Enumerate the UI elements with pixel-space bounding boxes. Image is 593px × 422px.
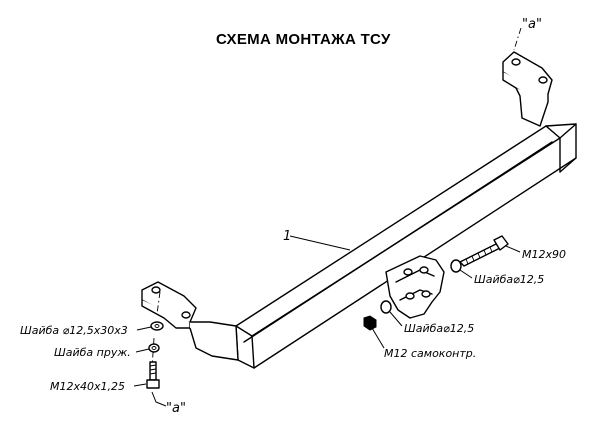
part-number-leader	[289, 235, 351, 251]
bolt-m12x90-leader	[505, 245, 521, 253]
view-a-bottom-label: "а"	[166, 401, 186, 416]
right-mounting-bracket	[502, 51, 553, 127]
view-a-top-axis	[513, 27, 522, 51]
diagram-title: СХЕМА МОНТАЖА ТСУ	[216, 31, 391, 48]
washer-spring-left-label: Шайба пруж.	[54, 346, 131, 359]
washer-flat-left-leader	[136, 326, 152, 331]
washer-flat-left	[150, 321, 164, 331]
bolt-m12x40	[146, 361, 160, 389]
nut-m12	[363, 315, 377, 331]
washer-spring-left-leader	[135, 348, 150, 353]
part-number-label: 1	[283, 229, 291, 244]
washer-right-top-leader	[459, 269, 473, 279]
bolt-m12x40-label: M12x40x1,25	[50, 380, 125, 393]
washer-spring-left	[148, 343, 160, 353]
nut-m12-leader	[371, 327, 385, 349]
left-mounting-bracket	[141, 281, 239, 361]
tow-ball-plate	[385, 255, 445, 319]
washer-right-bottom-leader	[389, 311, 403, 327]
bolt-m12x40-leader	[133, 383, 147, 387]
nut-m12-label: M12 самоконтр.	[384, 347, 476, 360]
bolt-m12x90	[459, 235, 509, 267]
washer-flat-left-label: Шайба ⌀12,5x30x3	[20, 324, 128, 337]
bolt-m12x90-label: M12x90	[522, 248, 566, 261]
washer-right-top-label: Шайба⌀12,5	[474, 273, 544, 286]
left-axis-lower	[151, 337, 155, 369]
crossbar-tube	[235, 123, 577, 369]
left-axis-upper	[156, 291, 161, 315]
view-a-bottom-leader	[151, 391, 167, 407]
washer-right-bottom	[380, 300, 392, 314]
view-a-top-label: "а"	[522, 17, 542, 32]
washer-right-top	[450, 259, 462, 273]
washer-right-bottom-label: Шайба⌀12,5	[404, 322, 474, 335]
